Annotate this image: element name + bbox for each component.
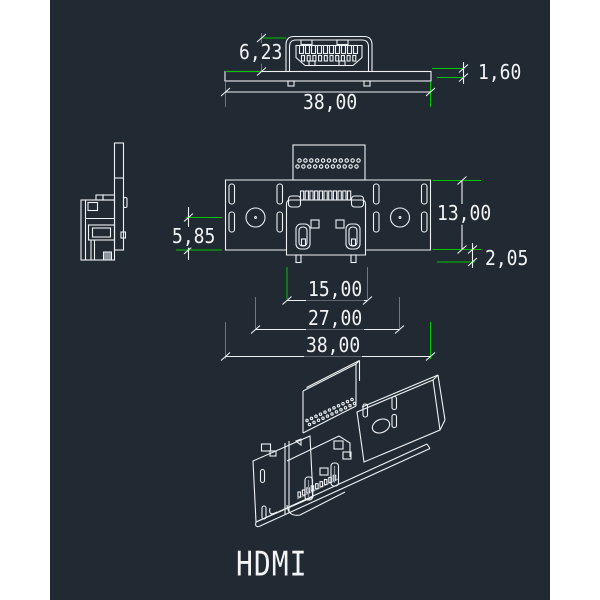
dim-label-plate-thickness: 1,60 [476, 60, 524, 85]
dim-label-body-overhang: 2,05 [483, 246, 531, 271]
plan-mount-legs [295, 223, 361, 250]
plan-wing-slots [228, 183, 428, 233]
plan-left-wing [224, 179, 293, 251]
front-shell [285, 35, 373, 72]
dim-label-connector-height: 6,23 [237, 40, 285, 65]
dim-label-bracket-height: 13,00 [435, 201, 494, 226]
front-view [220, 33, 469, 107]
dim-label-hole-to-edge: 5,85 [170, 224, 218, 249]
plan-pcb-tab [292, 144, 366, 181]
dim-label-hole-spacing: 27,00 [306, 306, 365, 331]
plan-pin-holes [295, 158, 361, 169]
iso-connector-body [260, 435, 352, 516]
front-pin-comb-upper [298, 44, 359, 55]
side-view [80, 142, 128, 261]
front-aperture [295, 44, 363, 67]
iso-wing-hole [371, 418, 391, 434]
plan-contact-comb [299, 190, 352, 201]
front-plate [224, 70, 432, 82]
drawing-title: HDMI [236, 544, 308, 584]
dim-label-front-overall-width: 38,00 [301, 90, 360, 115]
dim-lines-front-height [225, 33, 286, 76]
plan-connector-body [285, 199, 367, 256]
front-pin-comb-lower [300, 54, 357, 62]
plan-view [176, 144, 481, 361]
iso-pcb-tab [302, 360, 361, 434]
dim-label-connector-width: 15,00 [306, 277, 365, 302]
plan-mount-holes [245, 207, 411, 228]
iso-view [252, 360, 446, 528]
plan-right-wing [365, 179, 432, 251]
dim-label-overall-width: 38,00 [304, 333, 363, 358]
dim-lines-plate-thickness [432, 62, 469, 84]
side-solder-pad [103, 251, 112, 261]
side-pcb [113, 142, 125, 251]
dim-lines-front-width [220, 82, 436, 107]
dim-lines-body-overhang [437, 243, 478, 268]
